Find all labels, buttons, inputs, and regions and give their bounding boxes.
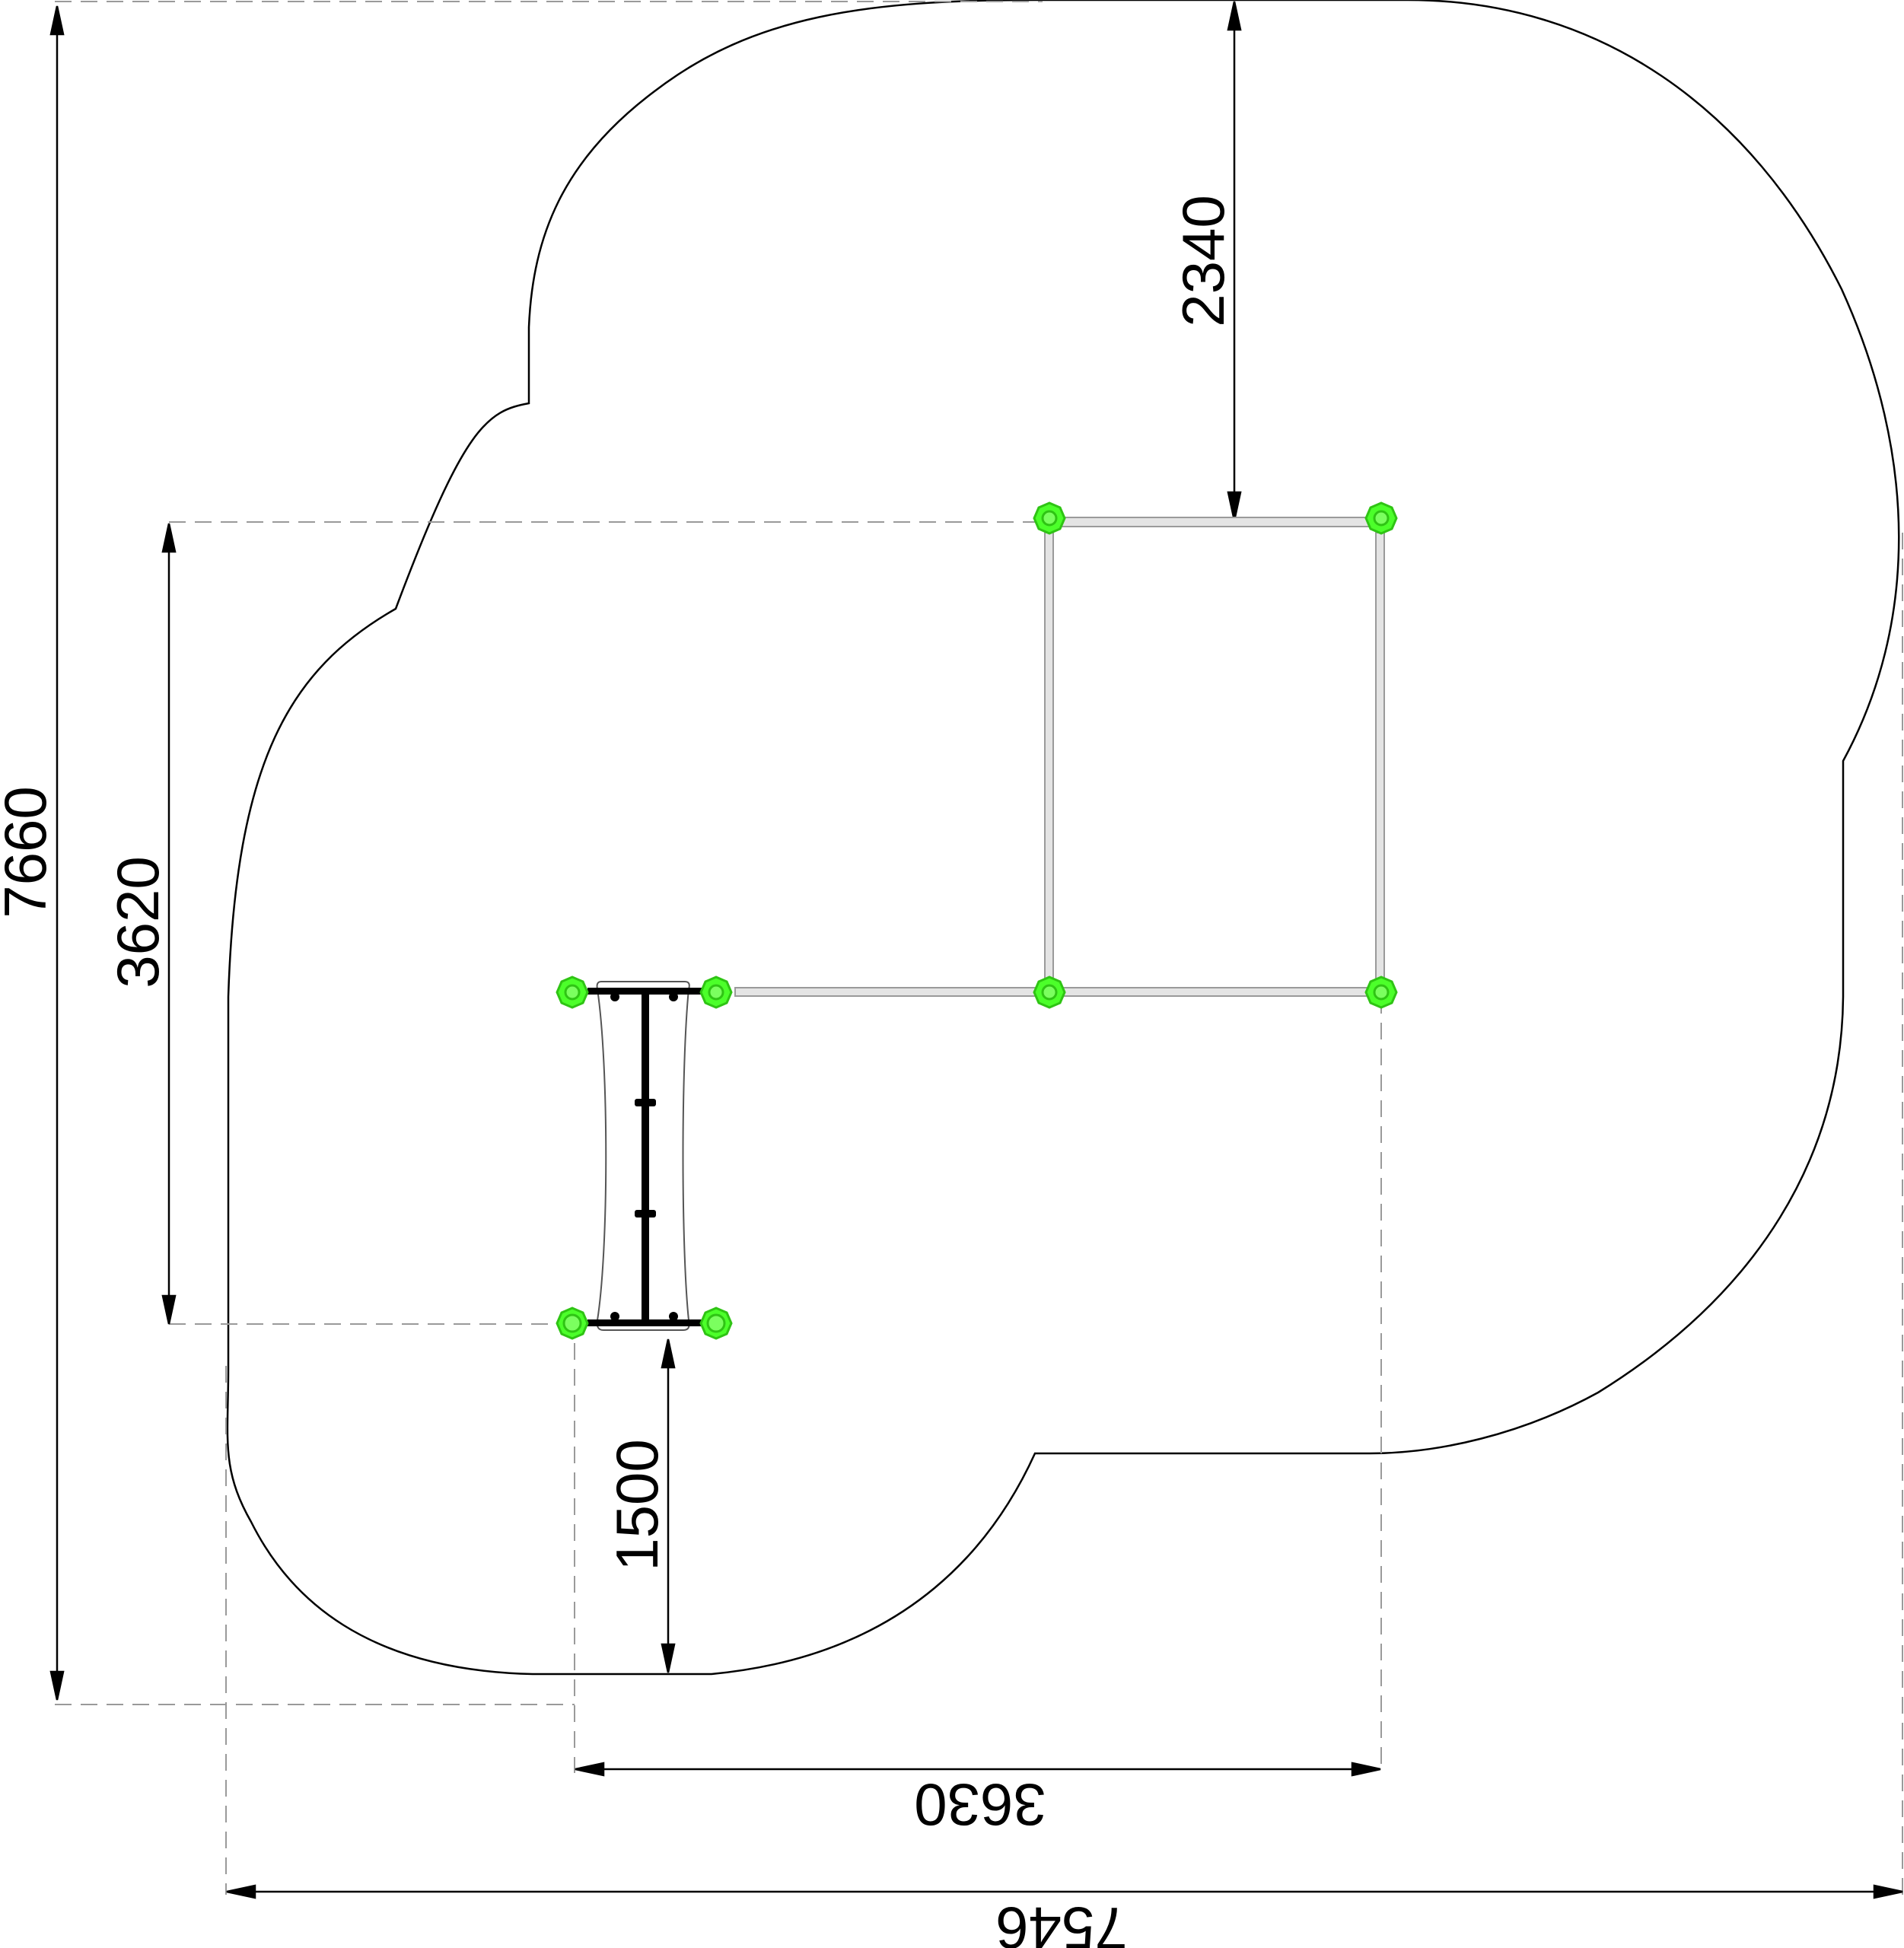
- dimension-lines: [49, 1, 1903, 1899]
- dim-left-zone-height: 3620: [104, 856, 171, 988]
- extension-lines: [55, 1, 1903, 1895]
- dim-overall-width: 7546: [995, 1895, 1128, 1948]
- post-bench-bottom-left: [556, 1307, 589, 1340]
- post-top-right: [1364, 501, 1398, 535]
- post-bench-top-left: [556, 976, 589, 1009]
- arrow-7660-bottom: [49, 1670, 65, 1701]
- bench-center-bar: [642, 989, 649, 1324]
- dim-structure-width: 3630: [914, 1771, 1046, 1838]
- beam-top: [1048, 517, 1378, 527]
- arrow-1500-top: [661, 1338, 676, 1369]
- arrow-7660-top: [49, 5, 65, 36]
- safety-zone-outline: [226, 0, 1900, 1676]
- post-middle-right: [1364, 976, 1398, 1009]
- beam-lower: [1055, 987, 1378, 997]
- dim-top-clearance: 2340: [1170, 195, 1237, 327]
- dim-bottom-clearance: 1500: [603, 1439, 670, 1571]
- frame-beams: [734, 517, 1385, 997]
- bench-outline: [596, 981, 690, 1331]
- arrow-7546-right: [1873, 1884, 1903, 1899]
- bench-bolts: [610, 992, 678, 1321]
- post-middle-left: [1033, 976, 1066, 1009]
- arrow-3620-bottom: [161, 1294, 177, 1325]
- arrow-2340-bottom: [1227, 491, 1242, 521]
- post-bench-bottom-right: [699, 1307, 733, 1340]
- arrow-3620-top: [161, 523, 177, 553]
- arrow-2340-top: [1227, 1, 1242, 31]
- post-bench-top-right: [699, 976, 733, 1009]
- posts: [556, 501, 1398, 1340]
- bench-element: [587, 981, 702, 1331]
- post-top-left: [1033, 501, 1066, 535]
- dim-overall-height: 7660: [0, 786, 59, 918]
- arrow-3630-left: [575, 1762, 605, 1777]
- beam-middle: [734, 987, 1048, 997]
- arrow-1500-bottom: [661, 1643, 676, 1673]
- arrow-7546-left: [226, 1884, 256, 1899]
- arrow-3630-right: [1351, 1762, 1381, 1777]
- beam-right-upright: [1375, 532, 1385, 982]
- beam-left-upright: [1044, 532, 1054, 982]
